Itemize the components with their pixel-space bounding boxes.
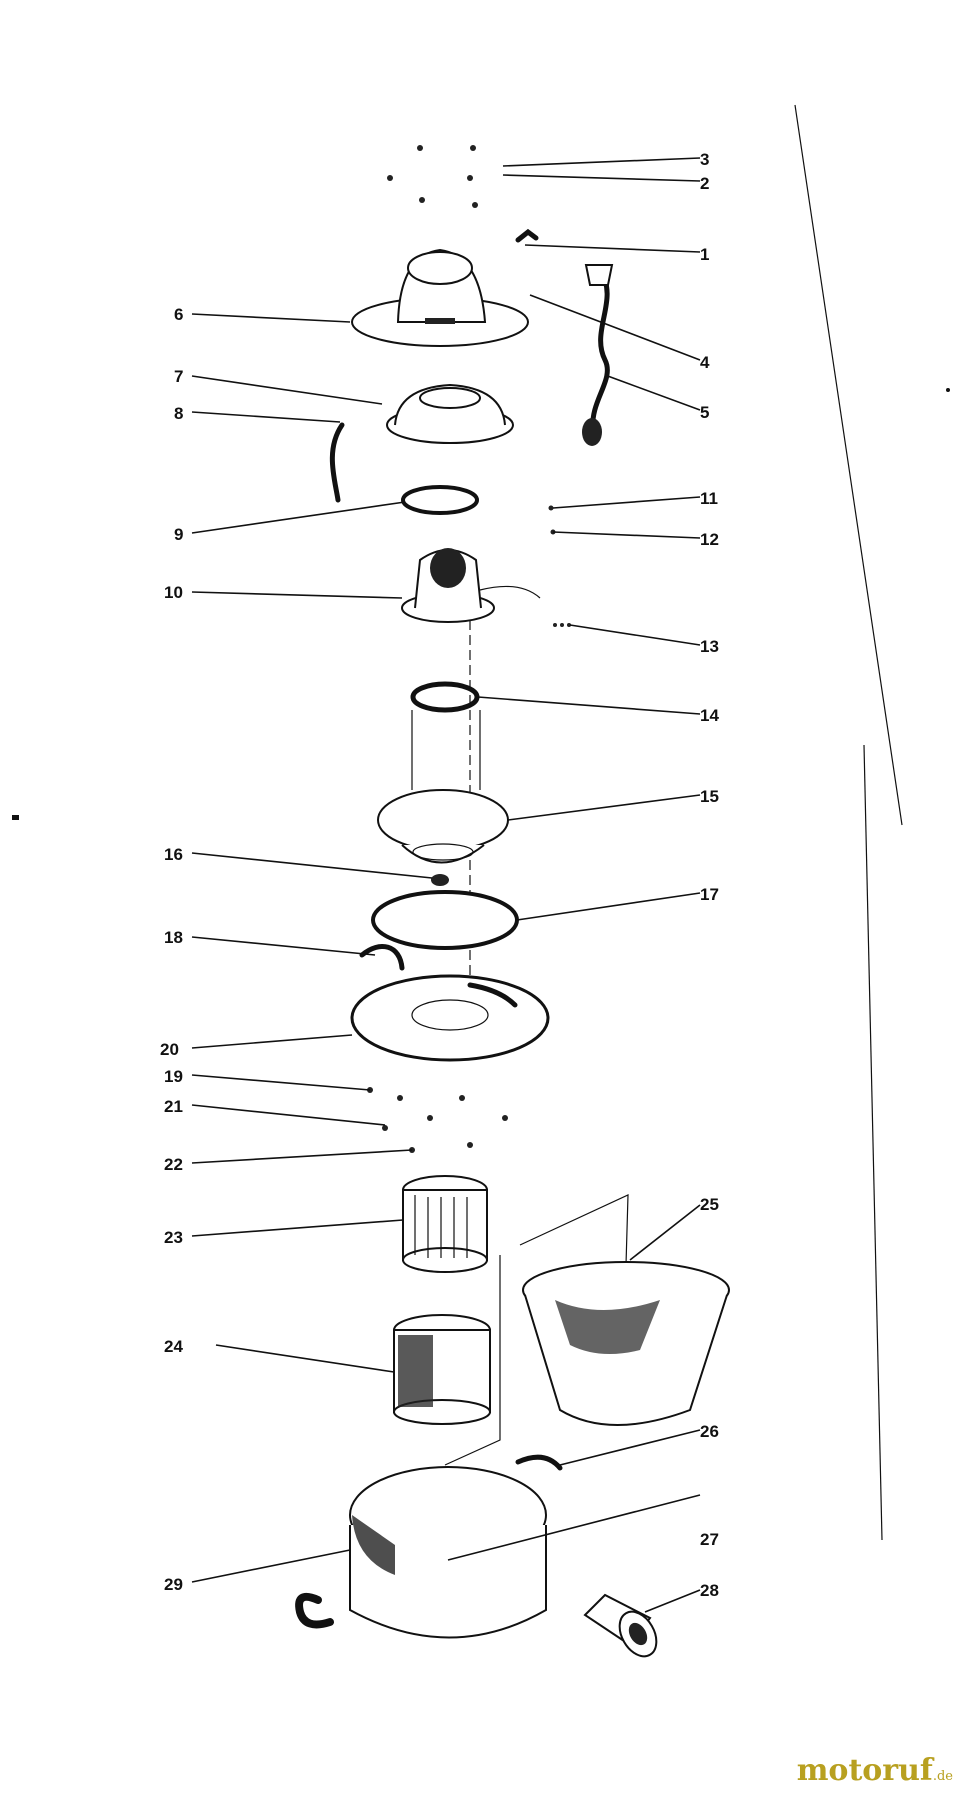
callout-15: 15: [700, 787, 719, 806]
callout-13: 13: [700, 637, 719, 656]
callout-28: 28: [700, 1581, 719, 1600]
callout-11: 11: [700, 489, 718, 508]
parts-19-21-22-screws: [367, 1087, 508, 1153]
callout-12: 12: [700, 530, 719, 549]
callout-9: 9: [174, 525, 183, 544]
screws-top: [387, 145, 478, 208]
frame-line-upper: [794, 104, 903, 826]
callout-24: 24: [164, 1337, 183, 1356]
callout-23: 23: [164, 1228, 183, 1247]
callout-26: 26: [700, 1422, 719, 1441]
part-13-screws: [553, 623, 571, 627]
callout-14: 14: [700, 706, 719, 725]
scan-speck-right: [946, 388, 950, 392]
part-1-clip: [515, 228, 539, 243]
part-10-motor: [401, 548, 541, 623]
callout-16: 16: [164, 845, 183, 864]
part-4-5-cable-switch: [582, 264, 614, 446]
watermark-text: motoruf: [796, 1753, 933, 1788]
callout-3: 3: [700, 150, 709, 169]
callout-6: 6: [174, 305, 183, 324]
frame-line-lower: [863, 744, 883, 1541]
watermark-suffix: .de: [932, 1769, 953, 1784]
part-15-funnel-plate: [377, 789, 509, 864]
callout-7: 7: [174, 367, 183, 386]
part-25-filter-bag: [444, 1194, 730, 1466]
callout-10: 10: [164, 583, 183, 602]
callout-17: 17: [700, 885, 719, 904]
callout-22: 22: [164, 1155, 183, 1174]
part-6-top-cover: [351, 248, 529, 347]
part-14-o-ring: [410, 681, 480, 713]
part-28-hose-connector: [583, 1593, 658, 1658]
callout-2: 2: [700, 174, 709, 193]
part-23-filter-cage: [402, 1175, 488, 1273]
leader-lines: [191, 157, 701, 1613]
callout-18: 18: [164, 928, 183, 947]
part-26-clip: [515, 1454, 563, 1471]
part-29-handle: [295, 1593, 334, 1629]
callout-1: 1: [700, 245, 709, 264]
part-29-container-drum: [349, 1466, 547, 1639]
watermark-logo: motoruf.de: [797, 1753, 953, 1788]
part-20-base-plate: [350, 974, 550, 1062]
part-9-gasket: [401, 485, 479, 515]
callout-20: 20: [160, 1040, 179, 1059]
part-11-pin: [548, 505, 554, 511]
callout-8: 8: [174, 404, 183, 423]
callout-labels: 1 2 3 4 5 6 7 8 9 10 11 12 13 14 15 16 1…: [160, 150, 719, 1600]
callout-27: 27: [700, 1530, 719, 1549]
part-17-seal-ring: [371, 890, 519, 950]
part-16-washer: [431, 874, 449, 886]
callout-29: 29: [164, 1575, 183, 1594]
part-24-filter-cartridge: [393, 1314, 491, 1425]
part-18-clip: [359, 944, 405, 971]
callout-19: 19: [164, 1067, 183, 1086]
part-7-housing-ring: [386, 383, 514, 444]
scan-speck-left: [12, 815, 19, 820]
callout-4: 4: [700, 353, 710, 372]
callout-5: 5: [700, 403, 709, 422]
part-8-cord-hook: [329, 422, 345, 503]
callout-25: 25: [700, 1195, 719, 1214]
callout-21: 21: [164, 1097, 183, 1116]
